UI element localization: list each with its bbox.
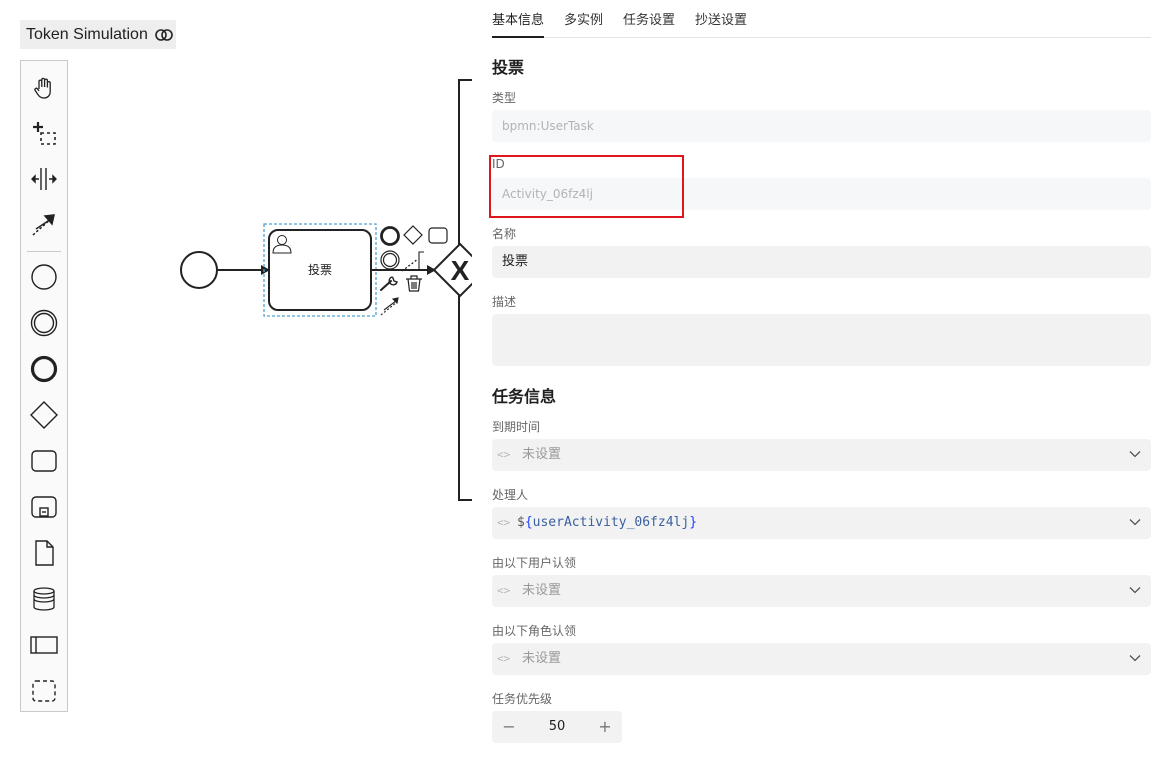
code-icon: <>: [497, 448, 511, 461]
assignee-value: ${userActivity_06fz4lj}: [517, 507, 697, 539]
due-date-value: 未设置: [522, 447, 562, 462]
name-label: 名称: [492, 227, 517, 241]
data-store-icon[interactable]: [25, 580, 63, 618]
assignee-select[interactable]: <> ${userActivity_06fz4lj}: [492, 507, 1151, 539]
priority-stepper: − 50 +: [492, 711, 622, 743]
expr-dollar: $: [517, 515, 525, 530]
task-icon[interactable]: [25, 442, 63, 480]
properties-panel: 基本信息 多实例 任务设置 抄送设置 投票 类型 bpmn:UserTask I…: [472, 0, 1167, 758]
decrement-button[interactable]: −: [502, 717, 516, 736]
chevron-down-icon: [1129, 519, 1141, 526]
tab-basic-info[interactable]: 基本信息: [492, 13, 545, 28]
expr-open-brace: {: [524, 515, 533, 530]
start-event-icon[interactable]: [25, 258, 63, 296]
id-field: Activity_06fz4lj: [492, 178, 1151, 210]
id-highlight-box: [489, 155, 684, 218]
active-tab-indicator: [492, 36, 544, 38]
candidate-roles-select[interactable]: <> 未设置: [492, 643, 1151, 675]
end-event-icon[interactable]: [380, 226, 400, 246]
id-label: ID: [492, 157, 505, 171]
tab-task-settings[interactable]: 任务设置: [623, 13, 676, 28]
token-simulation-label: Token Simulation: [26, 26, 148, 43]
name-input[interactable]: 投票: [492, 246, 1151, 278]
expr-body: userActivity_06fz4lj: [532, 515, 690, 530]
assignee-label: 处理人: [492, 488, 529, 502]
trash-icon[interactable]: [406, 275, 422, 292]
expr-close-brace: }: [689, 515, 698, 530]
due-date-label: 到期时间: [492, 420, 541, 434]
priority-value[interactable]: 50: [548, 719, 566, 734]
context-pad: [380, 225, 448, 316]
type-field: bpmn:UserTask: [492, 110, 1151, 142]
increment-button[interactable]: +: [598, 717, 612, 736]
end-event-icon[interactable]: [25, 350, 63, 388]
connect-arrow-icon[interactable]: [380, 297, 399, 316]
exclusive-gateway[interactable]: [432, 242, 472, 298]
chevron-down-icon: [1129, 587, 1141, 594]
gateway-icon[interactable]: [403, 225, 423, 245]
tab-multi-instance[interactable]: 多实例: [564, 13, 604, 28]
subprocess-icon[interactable]: [25, 488, 63, 526]
toggle-icon: [155, 22, 174, 51]
gateway-icon[interactable]: [25, 396, 63, 434]
group-icon[interactable]: [25, 672, 63, 710]
start-event[interactable]: [180, 251, 218, 289]
description-textarea[interactable]: [492, 314, 1151, 366]
code-icon: <>: [497, 652, 511, 665]
candidate-roles-label: 由以下角色认领: [492, 624, 577, 638]
type-label: 类型: [492, 91, 517, 105]
pool-icon[interactable]: [25, 626, 63, 664]
space-icon[interactable]: [25, 160, 63, 198]
connect-arrow-icon[interactable]: [25, 205, 63, 243]
candidate-users-label: 由以下用户认领: [492, 556, 577, 570]
token-simulation-toggle[interactable]: Token Simulation: [20, 20, 176, 49]
task-info-title: 任务信息: [492, 387, 557, 406]
intermediate-event-icon[interactable]: [25, 304, 63, 342]
element-title: 投票: [492, 58, 525, 77]
chevron-down-icon: [1129, 655, 1141, 662]
due-date-select[interactable]: <> 未设置: [492, 439, 1151, 471]
bpmn-canvas[interactable]: Token Simulation: [0, 0, 472, 758]
tool-palette: [20, 60, 68, 712]
task-icon[interactable]: [428, 227, 448, 244]
connect-icon[interactable]: [401, 258, 419, 272]
chevron-down-icon: [1129, 451, 1141, 458]
tab-cc-settings[interactable]: 抄送设置: [695, 13, 748, 28]
lasso-icon[interactable]: [25, 114, 63, 152]
intermediate-event-icon[interactable]: [380, 250, 400, 270]
task-label: 投票: [308, 262, 332, 277]
user-icon: [272, 235, 292, 254]
candidate-users-select[interactable]: <> 未设置: [492, 575, 1151, 607]
code-icon: <>: [497, 584, 511, 597]
priority-label: 任务优先级: [492, 692, 553, 706]
annotation-icon[interactable]: [418, 251, 424, 271]
panel-tabs: 基本信息 多实例 任务设置 抄送设置: [492, 0, 1151, 38]
gateway-marker: X: [451, 255, 470, 286]
candidate-users-value: 未设置: [522, 583, 562, 598]
bpmn-diagram: 投票 X: [180, 79, 472, 501]
hand-icon[interactable]: [25, 69, 63, 107]
candidate-roles-value: 未设置: [522, 651, 562, 666]
code-icon: <>: [497, 516, 511, 529]
wrench-icon[interactable]: [380, 276, 398, 291]
data-object-icon[interactable]: [25, 534, 63, 572]
description-label: 描述: [492, 295, 517, 309]
